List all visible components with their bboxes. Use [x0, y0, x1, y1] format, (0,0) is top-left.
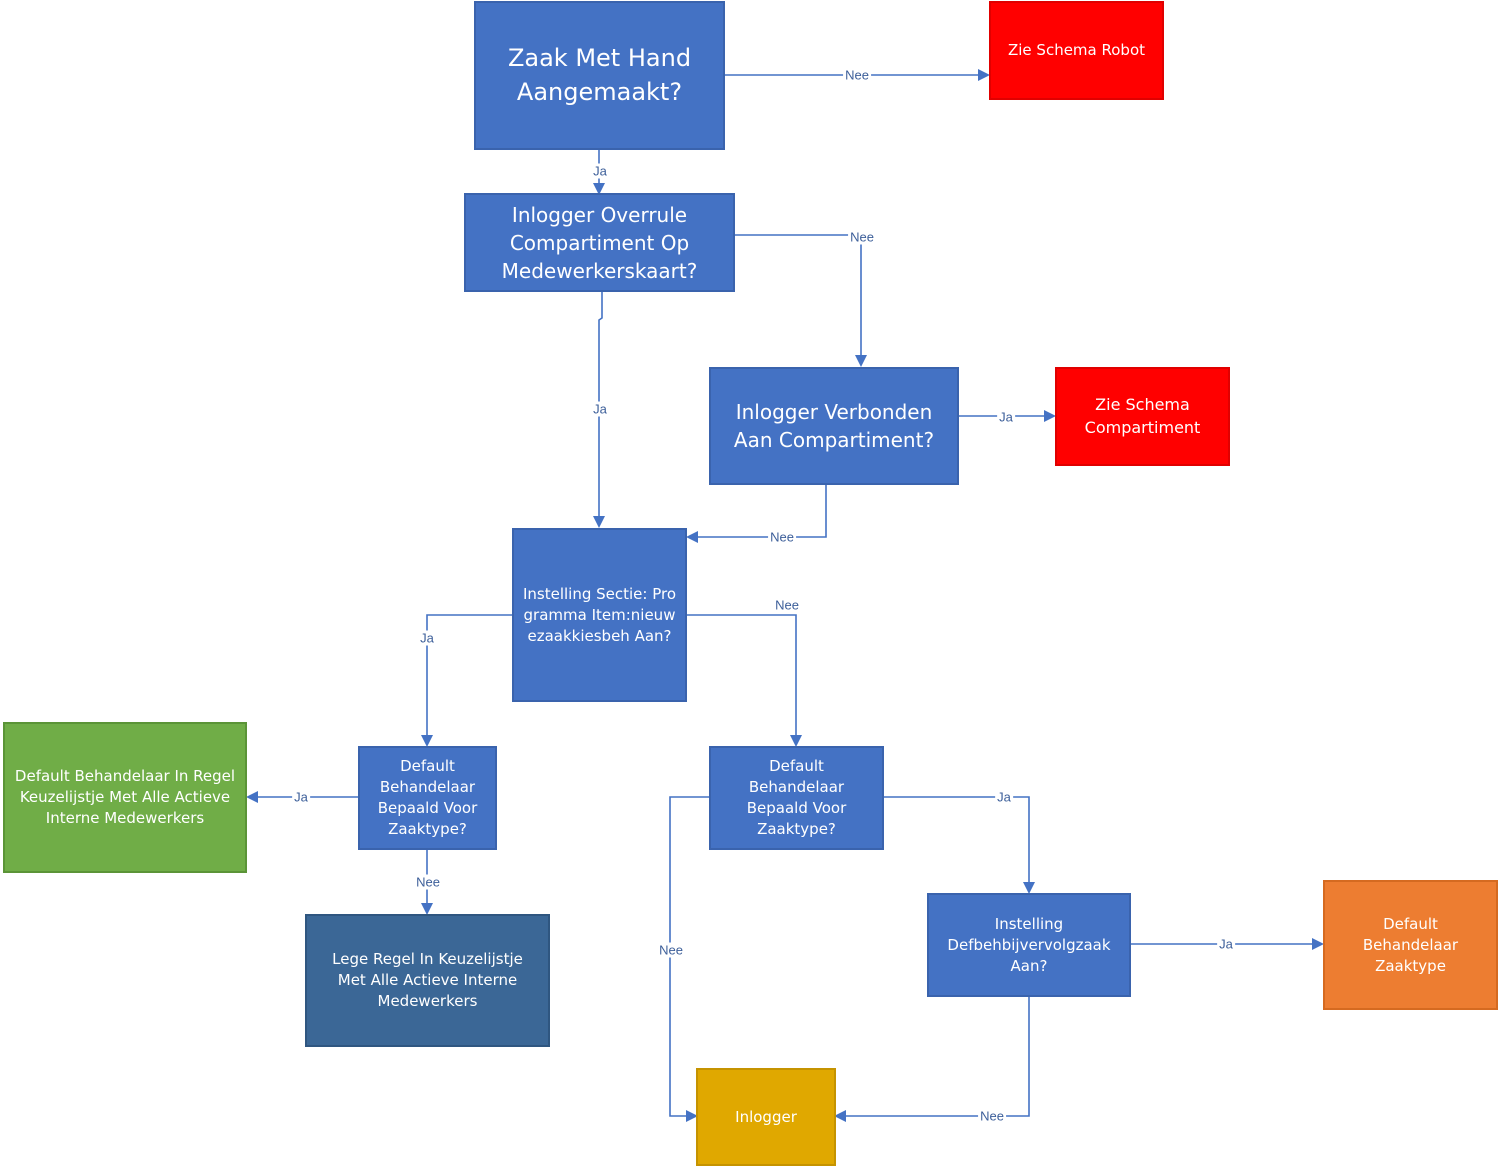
- edge-label-zaak-overrule: Ja: [591, 163, 609, 179]
- default-left-decision: Default Behandelaar Bepaald Voor Zaaktyp…: [358, 746, 497, 850]
- zaak-met-hand-decision: Zaak Met Hand Aangemaakt?: [474, 1, 725, 150]
- edge-label-left-lege: Nee: [414, 874, 442, 890]
- zie-schema-compartiment-node: Zie Schema Compartiment: [1055, 367, 1230, 466]
- edge-label-left-regel: Ja: [292, 789, 310, 805]
- default-left-text: Default Behandelaar Bepaald Voor Zaaktyp…: [377, 757, 478, 838]
- edge-default-right-to-def: [884, 796, 1035, 894]
- default-zaaktype-outcome: Default Behandelaar Zaaktype: [1323, 880, 1498, 1010]
- lege-regel-outcome: Lege Regel In Keuzelijstje Met Alle Acti…: [305, 914, 550, 1047]
- edge-label-overrule-verbonden: Nee: [848, 229, 876, 245]
- verbonden-decision: Inlogger Verbonden Aan Compartiment?: [709, 367, 959, 485]
- edge-label-zaak-robot: Nee: [843, 67, 871, 83]
- zie-schema-robot-text: Zie Schema Robot: [1007, 41, 1146, 59]
- zaak-met-hand-text: Zaak Met Hand Aangemaakt?: [507, 43, 692, 106]
- default-right-decision: Default Behandelaar Bepaald Voor Zaaktyp…: [709, 746, 884, 850]
- edge-label-verbonden-compartiment: Ja: [997, 409, 1015, 425]
- verbonden-text: Inlogger Verbonden Aan Compartiment?: [733, 400, 935, 452]
- overrule-text: Inlogger Overrule Compartiment Op Medewe…: [501, 202, 698, 283]
- edge-verbonden-to-instelling: [686, 485, 827, 543]
- lege-regel-text: Lege Regel In Keuzelijstje Met Alle Acti…: [332, 950, 523, 1010]
- edge-overrule-to-verbonden: [734, 234, 867, 367]
- default-regel-outcome: Default Behandelaar In Regel Keuzelijstj…: [3, 722, 247, 873]
- edge-instelling-to-default-left: [421, 614, 513, 747]
- instelling-sectie-decision: Instelling Sectie: Programma Item:nieuwe…: [512, 528, 687, 702]
- edge-def-to-inlogger: [834, 996, 1030, 1122]
- edge-label-overrule-instelling: Ja: [591, 401, 609, 417]
- edge-label-right-inlogger: Nee: [657, 942, 685, 958]
- default-zaaktype-text: Default Behandelaar Zaaktype: [1362, 914, 1459, 975]
- edge-label-right-def: Ja: [995, 789, 1013, 805]
- zie-schema-robot-node: Zie Schema Robot: [989, 1, 1164, 100]
- default-right-text: Default Behandelaar Bepaald Voor Zaaktyp…: [746, 757, 847, 838]
- edge-label-def-zaaktype: Ja: [1217, 936, 1235, 952]
- edge-label-instelling-left: Ja: [418, 630, 436, 646]
- inlogger-outcome: Inlogger: [696, 1068, 836, 1166]
- edge-instelling-to-default-right: [686, 614, 802, 747]
- edge-label-instelling-right: Nee: [773, 597, 801, 613]
- default-regel-text: Default Behandelaar In Regel Keuzelijstj…: [14, 767, 236, 827]
- edge-overrule-to-instelling: [593, 292, 605, 528]
- instelling-def-decision: Instelling Defbehbijvervolgzaak Aan?: [927, 893, 1131, 997]
- overrule-decision: Inlogger Overrule Compartiment Op Medewe…: [464, 193, 735, 292]
- instelling-sectie-text: Instelling Sectie: Programma Item:nieuwe…: [522, 584, 677, 645]
- edge-label-verbonden-instelling: Nee: [768, 529, 796, 545]
- edge-label-def-inlogger: Nee: [978, 1108, 1006, 1124]
- zie-schema-compartiment-text: Zie Schema Compartiment: [1084, 395, 1201, 437]
- inlogger-text: Inlogger: [735, 1107, 797, 1126]
- instelling-def-text: Instelling Defbehbijvervolgzaak Aan?: [947, 914, 1111, 975]
